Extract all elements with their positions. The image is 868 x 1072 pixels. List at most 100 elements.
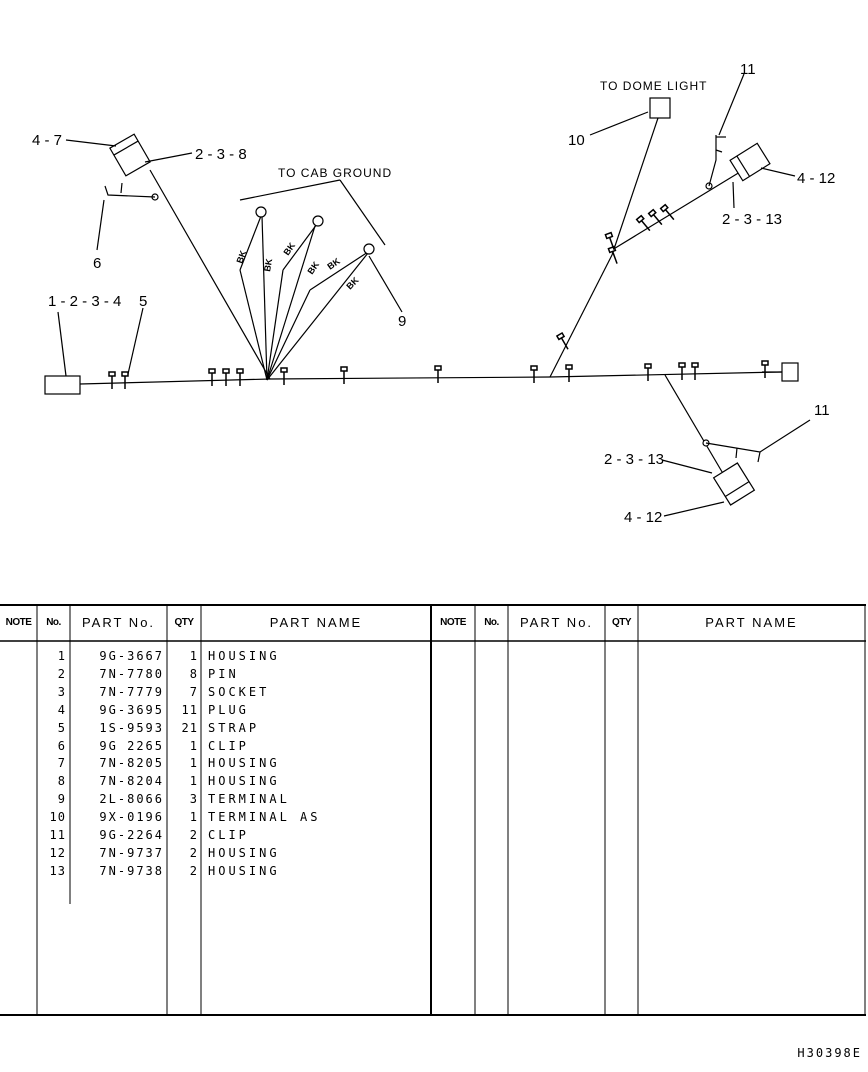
- callout-6: 6: [93, 255, 101, 272]
- wire-label-bk-2: BK: [262, 257, 274, 272]
- header-part-no: PART No.: [81, 614, 156, 630]
- header-no: No.: [46, 616, 61, 628]
- part-name: CLIP: [208, 828, 249, 842]
- item-number: 13: [49, 863, 66, 878]
- item-number: 11: [49, 828, 66, 842]
- strap-clip: [644, 363, 652, 381]
- strap-clip: [236, 368, 244, 386]
- ground-terminal-1: [255, 206, 267, 218]
- part-name: TERMINAL: [208, 792, 290, 807]
- quantity: 1: [189, 810, 198, 825]
- part-number: 7N-9738: [99, 863, 164, 878]
- part-number: 7N-7780: [99, 666, 164, 681]
- table-row: 13 7N-9738 2 HOUSING: [0, 862, 432, 880]
- quantity: 1: [189, 738, 198, 753]
- quantity: 7: [189, 684, 198, 699]
- callout-4-12-bottom: 4 - 12: [624, 509, 662, 526]
- strap-clip: [280, 367, 288, 385]
- callout-5: 5: [139, 293, 147, 310]
- connector-4-7: [109, 133, 151, 177]
- quantity: 2: [189, 845, 198, 860]
- caption-cab-ground: TO CAB GROUND: [278, 166, 392, 180]
- quantity: 2: [189, 828, 198, 842]
- part-name: CLIP: [208, 738, 249, 753]
- strap-clip: [607, 245, 618, 264]
- connector-4-12-top: [729, 142, 771, 182]
- item-number: 6: [57, 738, 66, 753]
- connector-left-end: [44, 375, 81, 395]
- item-number: 3: [57, 684, 66, 699]
- part-number: 9G-3695: [99, 702, 164, 717]
- part-number: 9G 2265: [99, 738, 164, 753]
- quantity: 11: [181, 702, 198, 717]
- header-part-name: PART NAME: [269, 614, 363, 630]
- strap-clip: [761, 360, 769, 378]
- part-name: TERMINAL AS: [208, 810, 321, 825]
- item-number: 5: [57, 720, 66, 735]
- part-name: PLUG: [208, 702, 249, 717]
- connector-right-end: [781, 362, 799, 382]
- header-qty: QTY: [174, 616, 194, 628]
- item-number: 4: [57, 702, 66, 717]
- table-row: 5 1S-9593 21 STRAP: [0, 719, 432, 737]
- strap-clip: [340, 366, 348, 384]
- part-number: 9G-3667: [99, 649, 164, 663]
- quantity: 8: [189, 666, 198, 681]
- caption-dome-light: TO DOME LIGHT: [600, 79, 707, 93]
- table-row: 9 2L-8066 3 TERMINAL: [0, 790, 432, 808]
- wire-label-bk-5: BK: [325, 256, 342, 272]
- callout-4-7: 4 - 7: [32, 132, 62, 149]
- part-name: HOUSING: [208, 845, 280, 860]
- quantity: 3: [189, 792, 198, 807]
- part-name: HOUSING: [208, 756, 280, 771]
- quantity: 2: [189, 863, 198, 878]
- item-number: 9: [57, 792, 66, 807]
- part-number: 1S-9593: [99, 720, 164, 735]
- callout-4-12-top: 4 - 12: [797, 170, 835, 187]
- wire-label-bk-6: BK: [344, 275, 361, 292]
- part-number: 7N-8205: [99, 756, 164, 771]
- header-part-name-right: PART NAME: [705, 614, 798, 630]
- part-number: 2L-8066: [99, 792, 164, 807]
- quantity: 21: [181, 720, 198, 735]
- strap-clip: [691, 362, 699, 380]
- part-name: PIN: [208, 666, 239, 681]
- item-number: 7: [57, 756, 66, 771]
- part-name: HOUSING: [208, 863, 280, 878]
- callout-11-top: 11: [740, 61, 756, 78]
- callout-2-3-13-bottom: 2 - 3 - 13: [604, 451, 664, 468]
- strap-clip: [222, 368, 230, 386]
- strap-clip: [121, 371, 129, 389]
- header-part-no-right: PART No.: [519, 614, 594, 630]
- part-name: SOCKET: [208, 684, 270, 699]
- strap-clip: [208, 368, 216, 386]
- part-number: 7N-9737: [99, 845, 164, 860]
- dome-light-connector: [649, 97, 671, 119]
- callout-2-3-13-top: 2 - 3 - 13: [722, 211, 782, 228]
- ground-terminal-2: [312, 215, 324, 227]
- header-qty-right: QTY: [611, 616, 632, 628]
- part-name: STRAP: [208, 720, 260, 735]
- part-number: 9X-0196: [99, 810, 164, 825]
- connector-4-12-bottom: [712, 462, 756, 506]
- wire-label-bk-1: BK: [234, 249, 248, 265]
- callout-9: 9: [398, 313, 406, 330]
- strap-clip: [635, 214, 651, 232]
- callout-1-2-3-4: 1 - 2 - 3 - 4: [48, 293, 121, 310]
- strap-clip: [604, 231, 615, 250]
- strap-clip: [678, 362, 686, 380]
- callout-10: 10: [568, 132, 585, 149]
- item-number: 8: [57, 774, 66, 789]
- strap-clip: [530, 365, 538, 383]
- strap-clip: [659, 203, 675, 221]
- item-number: 1: [57, 649, 66, 663]
- part-name: HOUSING: [208, 774, 280, 789]
- part-number: 7N-8204: [99, 774, 164, 789]
- wiring-harness-diagram: TO DOME LIGHT TO CAB GROUND BK BK BK BK …: [32, 61, 835, 526]
- header-note: NOTE: [5, 616, 32, 628]
- header-note-right: NOTE: [440, 616, 466, 628]
